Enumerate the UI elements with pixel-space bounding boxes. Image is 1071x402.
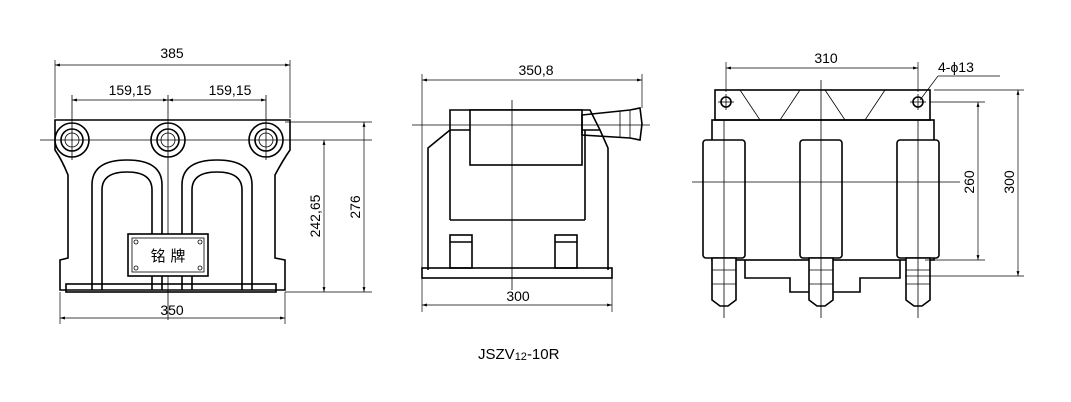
dim-276: 276: [347, 195, 363, 219]
dim-300-end: 300: [1001, 170, 1017, 194]
nameplate: 铭 牌: [127, 233, 209, 277]
nameplate-label: 铭 牌: [151, 247, 186, 265]
dim-159-right: 159,15: [209, 82, 252, 98]
dim-260: 260: [961, 170, 977, 194]
end-view: 310 4-ϕ13 260 300: [692, 50, 1024, 318]
dim-350: 350: [160, 302, 184, 318]
dim-310: 310: [814, 50, 838, 66]
dim-350-8: 350,8: [518, 62, 553, 78]
side-view: 350,8 300: [412, 62, 650, 312]
model-subscript: 12: [514, 351, 527, 363]
model-suffix: -10R: [526, 346, 560, 363]
front-view: 铭 牌 385 159,15 159,15 242,65 276 350: [40, 45, 372, 324]
mount-hole-right: [910, 94, 926, 110]
model-prefix: JSZV: [478, 346, 515, 363]
dim-385: 385: [160, 45, 184, 61]
model-label: JSZV12-10R: [478, 346, 559, 363]
dim-242: 242,65: [307, 194, 323, 237]
dim-159-left: 159,15: [109, 82, 152, 98]
mount-hole-left: [718, 94, 734, 110]
dim-holes: 4-ϕ13: [938, 59, 974, 75]
dim-300-side: 300: [506, 288, 530, 304]
